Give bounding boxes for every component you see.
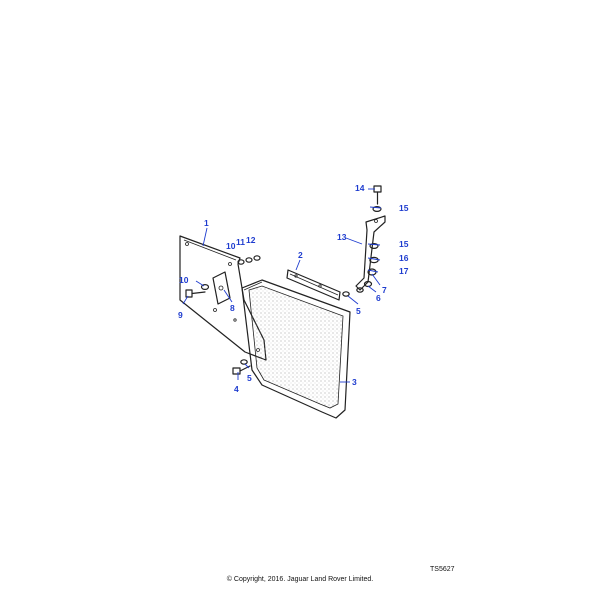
callout-17: 17 — [399, 266, 409, 276]
callout-5-upper: 5 — [356, 306, 361, 316]
copyright-notice: © Copyright, 2016. Jaguar Land Rover Lim… — [226, 576, 374, 583]
callout-2: 2 — [298, 250, 303, 260]
callout-6: 6 — [376, 293, 381, 303]
upper-washers — [237, 255, 261, 265]
callout-15-middle: 15 — [399, 239, 409, 249]
callout-3: 3 — [352, 377, 357, 387]
callout-14: 14 — [355, 183, 365, 193]
drawing-reference-code: TS5627 — [430, 566, 455, 573]
callout-15-top: 15 — [399, 203, 409, 213]
callout-leaders — [182, 188, 382, 383]
callout-12: 12 — [246, 235, 256, 245]
callout-13: 13 — [337, 232, 347, 242]
small-bracket — [212, 271, 231, 305]
callout-1: 1 — [204, 218, 209, 228]
callout-4: 4 — [234, 384, 239, 394]
callout-5-lower: 5 — [247, 373, 252, 383]
callout-7: 7 — [382, 285, 387, 295]
callout-10-top: 10 — [226, 241, 236, 251]
support-stay — [355, 215, 386, 291]
clamp-strip — [286, 269, 341, 301]
callout-11: 11 — [236, 237, 245, 247]
callout-10-left: 10 — [179, 275, 189, 285]
callout-labels: 1 2 3 4 5 5 6 7 8 9 10 10 11 12 13 14 15… — [178, 183, 409, 394]
left-bolt — [185, 284, 210, 298]
callout-9: 9 — [178, 310, 183, 320]
top-bolt — [373, 185, 382, 205]
callout-8: 8 — [230, 303, 235, 313]
mud-flap — [241, 279, 351, 419]
callout-16: 16 — [399, 253, 409, 263]
